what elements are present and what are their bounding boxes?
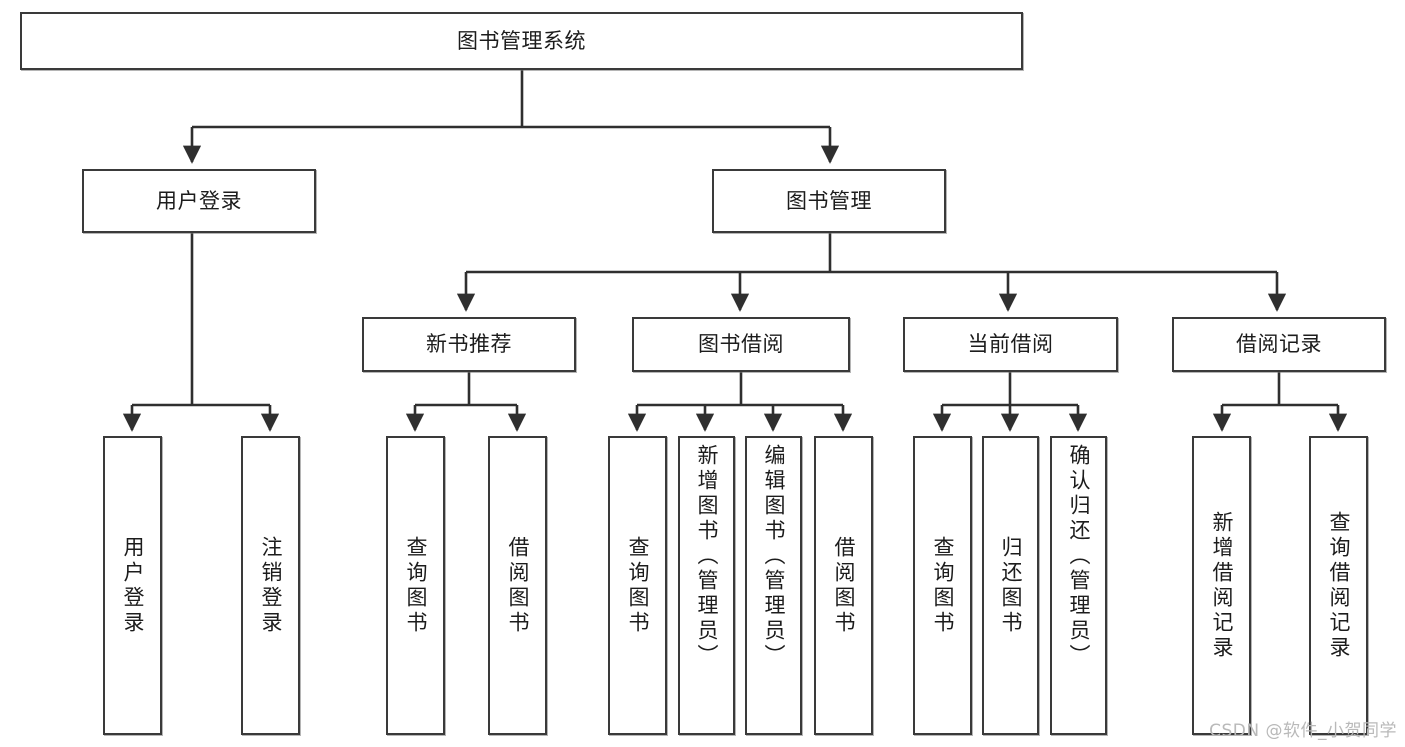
node-label: 借阅图书 [506, 535, 530, 636]
node-book-management[interactable]: 图书管理 [712, 169, 946, 233]
leaf-user-login[interactable]: 用户登录 [103, 436, 162, 735]
node-label: 编辑图书（管理员） [762, 444, 786, 669]
node-book-borrow[interactable]: 图书借阅 [632, 317, 850, 372]
node-new-book-recommend[interactable]: 新书推荐 [362, 317, 576, 372]
node-label: 注销登录 [259, 535, 283, 636]
node-label: 新增图书（管理员） [695, 444, 719, 669]
node-label: 图书借阅 [698, 332, 784, 357]
node-label: 图书管理系统 [457, 28, 586, 53]
node-label: 查询图书 [404, 535, 428, 636]
watermark-text: CSDN @软件_小贺同学 [1209, 721, 1397, 741]
leaf-user-logout[interactable]: 注销登录 [241, 436, 300, 735]
node-label: 查询图书 [931, 535, 955, 636]
leaf-current-confirm-return-admin[interactable]: 确认归还（管理员） [1050, 436, 1107, 735]
node-label: 借阅图书 [832, 535, 856, 636]
leaf-record-query-borrow-record[interactable]: 查询借阅记录 [1309, 436, 1368, 735]
node-user-login[interactable]: 用户登录 [82, 169, 316, 233]
node-label: 新书推荐 [426, 332, 512, 357]
node-label: 图书管理 [786, 188, 872, 213]
leaf-borrow-edit-book-admin[interactable]: 编辑图书（管理员） [745, 436, 802, 735]
node-borrow-record[interactable]: 借阅记录 [1172, 317, 1386, 372]
node-label: 借阅记录 [1236, 332, 1322, 357]
node-label: 用户登录 [156, 188, 242, 213]
node-root-book-management-system[interactable]: 图书管理系统 [20, 12, 1023, 70]
leaf-record-add-borrow-record[interactable]: 新增借阅记录 [1192, 436, 1251, 735]
leaf-recommend-query-book[interactable]: 查询图书 [386, 436, 445, 735]
node-label: 当前借阅 [967, 332, 1054, 357]
leaf-borrow-query-book[interactable]: 查询图书 [608, 436, 667, 735]
leaf-borrow-add-book-admin[interactable]: 新增图书（管理员） [678, 436, 735, 735]
node-label: 查询图书 [626, 535, 650, 636]
leaf-current-return-book[interactable]: 归还图书 [982, 436, 1039, 735]
node-label: 归还图书 [999, 535, 1023, 636]
leaf-current-query-book[interactable]: 查询图书 [913, 436, 972, 735]
leaf-borrow-borrow-book[interactable]: 借阅图书 [814, 436, 873, 735]
leaf-recommend-borrow-book[interactable]: 借阅图书 [488, 436, 547, 735]
node-label: 查询借阅记录 [1327, 510, 1351, 661]
node-label: 用户登录 [121, 535, 145, 636]
node-label: 新增借阅记录 [1210, 510, 1234, 661]
node-current-borrow[interactable]: 当前借阅 [903, 317, 1118, 372]
node-label: 确认归还（管理员） [1067, 444, 1091, 669]
